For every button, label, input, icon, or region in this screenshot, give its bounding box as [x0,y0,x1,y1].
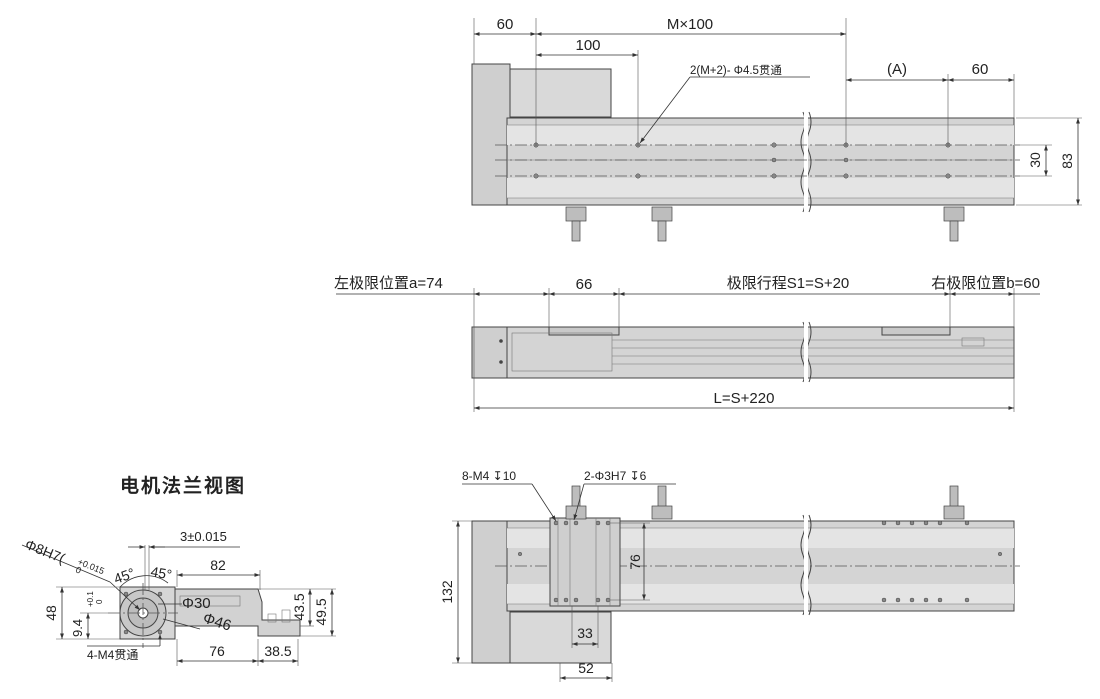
tol-3-label: 3±0.015 [180,529,227,544]
holes-label: 4-M4贯通 [87,648,138,662]
dim-60-right-label: 60 [972,61,989,78]
dim-66-label: 66 [576,276,593,293]
side-motor-block [471,326,511,379]
right-limit-label: 右极限位置b=60 [931,275,1040,292]
dim-132-label: 132 [439,580,455,604]
flange-profile [174,588,301,637]
top-motor-block [471,63,511,206]
dim-100-label: 100 [575,37,600,54]
side-view: 左极限位置a=74 66 极限行程S1=S+20 右极限位置b=60 L=S+2… [334,275,1040,412]
phi30-label: Φ30 [182,595,211,612]
length-label: L=S+220 [714,390,775,407]
dim-a-label: (A) [887,61,907,78]
thread-note-leader [531,483,557,522]
dim-76-bottom-label: 76 [627,554,643,570]
bottom-motor-housing [509,611,612,664]
thread-note: 8-M4 ↧10 [462,469,516,483]
dim-m100-label: M×100 [667,16,713,33]
pin-note-leader [573,483,585,521]
bottom-view: 8-M4 ↧10 2-Φ3H7 ↧6 76 132 33 52 [439,469,1020,682]
bottom-slider-plate [549,517,621,607]
top-view: 60 M×100 100 (A) 60 2(M+2)- Φ4.5贯通 30 83 [471,16,1082,242]
dim-49-5-label: 49.5 [313,598,329,625]
dim-43-5-label: 43.5 [291,593,307,620]
top-sensor-brackets [565,206,965,242]
left-limit-label: 左极限位置a=74 [334,275,443,292]
hole-note-leader [639,76,691,144]
dim-38-5-label: 38.5 [264,643,291,659]
stroke-label: 极限行程S1=S+20 [727,275,850,292]
bore-label: Φ8H7( [23,536,68,567]
angle-2-label: 45° [149,563,173,582]
side-right-slider [881,326,951,336]
dim-9-4-tol-lower: 0 [95,599,104,604]
bottom-motor-block [471,520,511,664]
dim-33-label: 33 [577,625,593,641]
dim-48-label: 48 [43,605,59,621]
dim-9-4-tol-upper: +0.1 [86,591,95,607]
dim-82-label: 82 [210,557,226,573]
dim-9-4-label: 9.4 [70,619,85,637]
side-slider [548,326,620,336]
dim-30-label: 30 [1027,152,1043,168]
bore-tol-lower: 0 [74,565,82,576]
top-mounting-holes [533,142,951,179]
angle-1-label: 45° [112,565,137,587]
bottom-sensor-brackets [565,485,965,520]
bottom-slider-holes [517,520,1003,603]
flange-view-title: 电机法兰视图 [120,476,247,497]
dim-76-flange-label: 76 [209,643,225,659]
dim-52-label: 52 [578,660,594,676]
pin-note: 2-Φ3H7 ↧6 [584,469,647,483]
dim-83-label: 83 [1059,153,1075,169]
hole-note: 2(M+2)- Φ4.5贯通 [690,64,782,77]
top-motor-housing [509,68,612,118]
dim-60-left-label: 60 [497,16,514,33]
flange-view: 3±0.015 82 Φ8H7( +0.015 0 45° 45° Φ30 Φ4… [21,529,336,666]
